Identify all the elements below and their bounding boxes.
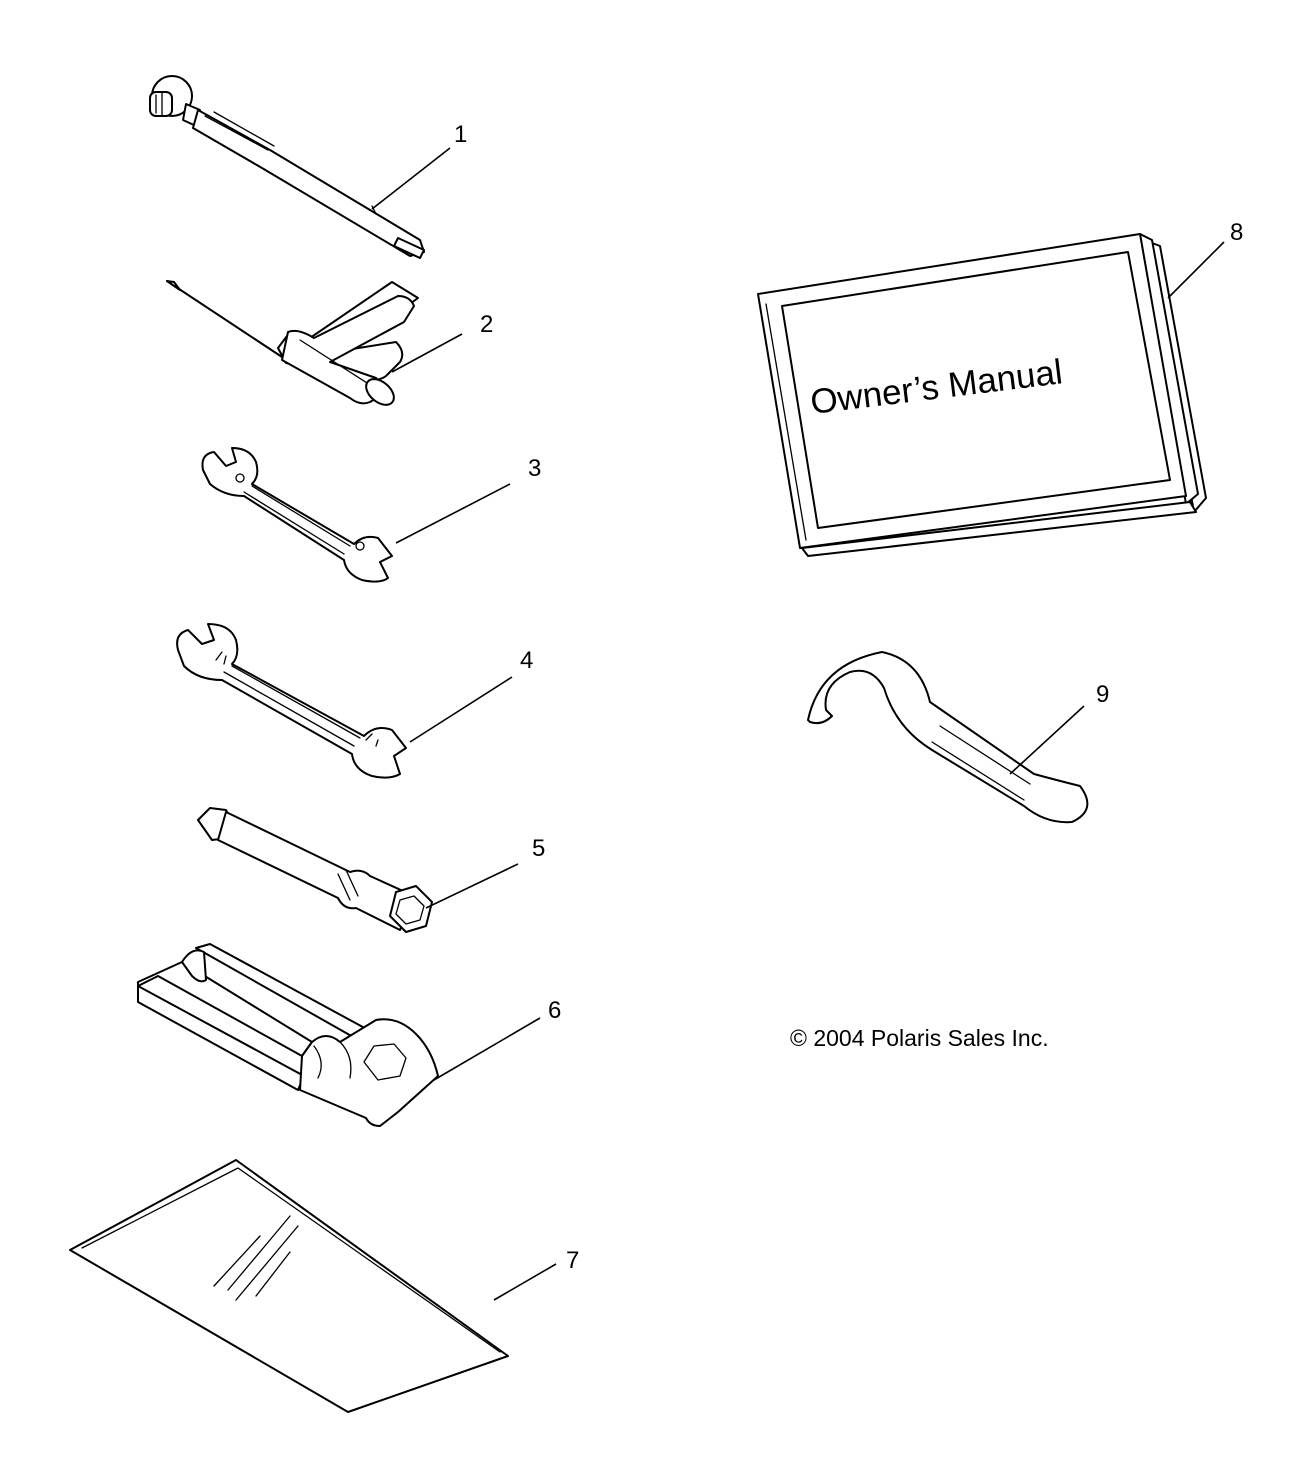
small-wrench-part[interactable] [201,447,393,583]
callout-4: 4 [520,647,533,674]
callout-5: 5 [532,835,545,862]
callout-9: 9 [1096,681,1109,708]
spark-plug-wrench-part[interactable] [197,807,433,933]
callout-2: 2 [480,311,493,338]
spanner-wrench-part[interactable] [807,651,1089,824]
screwdriver-part[interactable] [166,280,419,410]
tire-gauge-part[interactable] [149,75,425,259]
owners-manual-part[interactable]: Owner’s Manual [757,233,1207,557]
large-wrench-part[interactable] [176,623,407,779]
callout-3: 3 [528,455,541,482]
callout-6: 6 [548,997,561,1024]
tool-bag-part[interactable] [69,1159,509,1413]
copyright-text: © 2004 Polaris Sales Inc. [790,1025,1049,1051]
bracket-tool-part[interactable] [137,943,439,1127]
callout-8: 8 [1230,219,1243,246]
callout-7: 7 [566,1247,579,1274]
callout-1: 1 [454,121,467,148]
